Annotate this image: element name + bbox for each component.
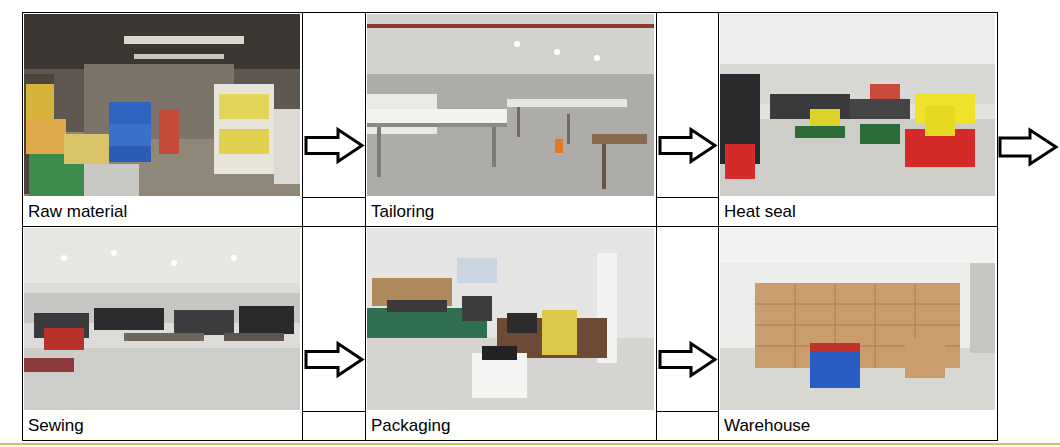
process-cell: Sewing xyxy=(23,227,302,440)
block-arrow xyxy=(660,343,715,375)
heat-seal-photo xyxy=(720,14,995,196)
block-arrow xyxy=(306,343,362,375)
tailoring-photo xyxy=(367,14,654,196)
step-caption: Tailoring xyxy=(366,197,656,226)
block-arrow xyxy=(1000,130,1056,164)
sewing-photo xyxy=(24,228,300,410)
step-caption: Sewing xyxy=(23,411,302,440)
warehouse-photo xyxy=(720,228,995,410)
block-arrow xyxy=(660,129,715,161)
process-cell: Packaging xyxy=(366,227,656,440)
step-caption: Raw material xyxy=(23,197,302,226)
process-cell: Tailoring xyxy=(366,13,656,226)
process-cell: Heat seal xyxy=(719,13,997,226)
footer-rule xyxy=(0,443,1060,445)
packaging-photo xyxy=(367,228,654,410)
step-caption: Warehouse xyxy=(719,411,997,440)
step-caption: Packaging xyxy=(366,411,656,440)
step-caption: Heat seal xyxy=(719,197,997,226)
table-grid xyxy=(22,12,998,441)
process-cell: Warehouse xyxy=(719,227,997,440)
process-cell: Raw material xyxy=(23,13,302,226)
block-arrow xyxy=(306,129,362,161)
raw-material-photo xyxy=(24,14,300,196)
